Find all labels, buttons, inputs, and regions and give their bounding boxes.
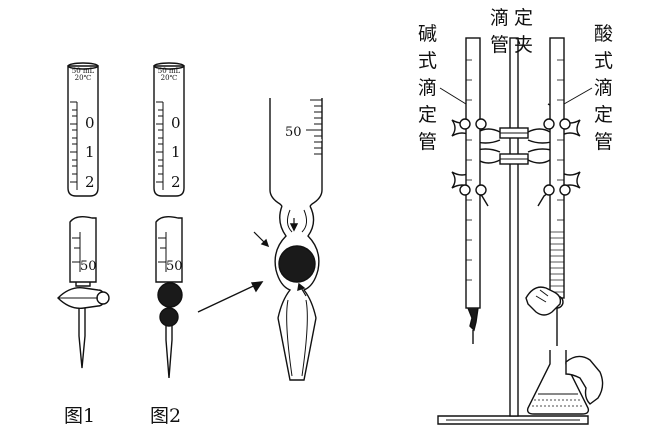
svg-text:滴: 滴 [490,7,509,29]
label-base-burette: 碱 式 滴 定 管 [418,23,437,153]
figure2-tip [165,326,173,379]
acid-burette [543,37,571,346]
figure2-caption: 图2 [150,405,181,427]
figure1-scale [70,101,78,190]
svg-text:式: 式 [594,50,613,72]
figure2-scale [156,101,164,190]
figure2-upper-section: 50 mL 20℃ 0 1 2 [153,62,185,197]
titration-stand [437,37,604,425]
figure1-burette: 50 mL 20℃ 0 1 2 50 [57,62,110,427]
figure2-tick-1: 1 [171,143,181,161]
figure1-caption: 图1 [64,405,95,427]
zoom-mark: 50 [285,125,302,140]
svg-text:酸: 酸 [594,23,613,45]
figure1-upper-section: 50 mL 20℃ 0 1 2 [67,62,99,197]
svg-text:管: 管 [490,34,509,56]
label-acid-burette: 酸 式 滴 定 管 [594,23,613,153]
zoom-arrow [197,281,264,313]
figure1-tick-1: 1 [85,143,95,161]
figure2-lower-section: 50 [155,215,183,379]
stand-rod [509,37,519,417]
zoom-detail: 50 [253,98,323,381]
figure2-lower-mark: 50 [166,259,183,274]
hand-on-flask [565,355,604,405]
svg-text:定: 定 [418,104,437,126]
figure2-tick-0: 0 [171,114,181,132]
figure1-tip [78,308,86,369]
figure1-temp-label: 20℃ [75,74,92,82]
figure2-rubber-bulb-upper [157,282,183,308]
acid-burette-liquid [550,231,564,293]
figure1-lower-section: 50 [57,215,110,369]
svg-text:滴: 滴 [594,77,613,99]
conical-flask [526,350,590,415]
base-burette [459,37,487,344]
figure2-volume-label: 50 mL [158,67,181,75]
figure2-rubber-bulb-lower [159,307,179,327]
svg-text:定: 定 [514,7,533,29]
figure2-burette: 50 mL 20℃ 0 1 2 50 [150,62,185,427]
label-burette-clamp: 滴 管 定 夹 [490,7,533,56]
zoom-glass-bead [278,245,316,283]
figure2-tick-2: 2 [171,173,181,191]
figure1-volume-label: 50 mL [72,67,95,75]
svg-text:管: 管 [594,131,613,153]
svg-text:式: 式 [418,50,437,72]
zoom-scale [306,99,322,155]
figure1-lower-mark: 50 [80,259,97,274]
svg-text:定: 定 [594,104,613,126]
svg-text:碱: 碱 [418,23,437,45]
svg-text:滴: 滴 [418,77,437,99]
figure1-tick-0: 0 [85,114,95,132]
hand-on-stopcock [525,286,562,316]
svg-text:管: 管 [418,131,437,153]
figure2-temp-label: 20℃ [161,74,178,82]
svg-text:夹: 夹 [514,34,533,56]
figure1-tick-2: 2 [85,173,95,191]
